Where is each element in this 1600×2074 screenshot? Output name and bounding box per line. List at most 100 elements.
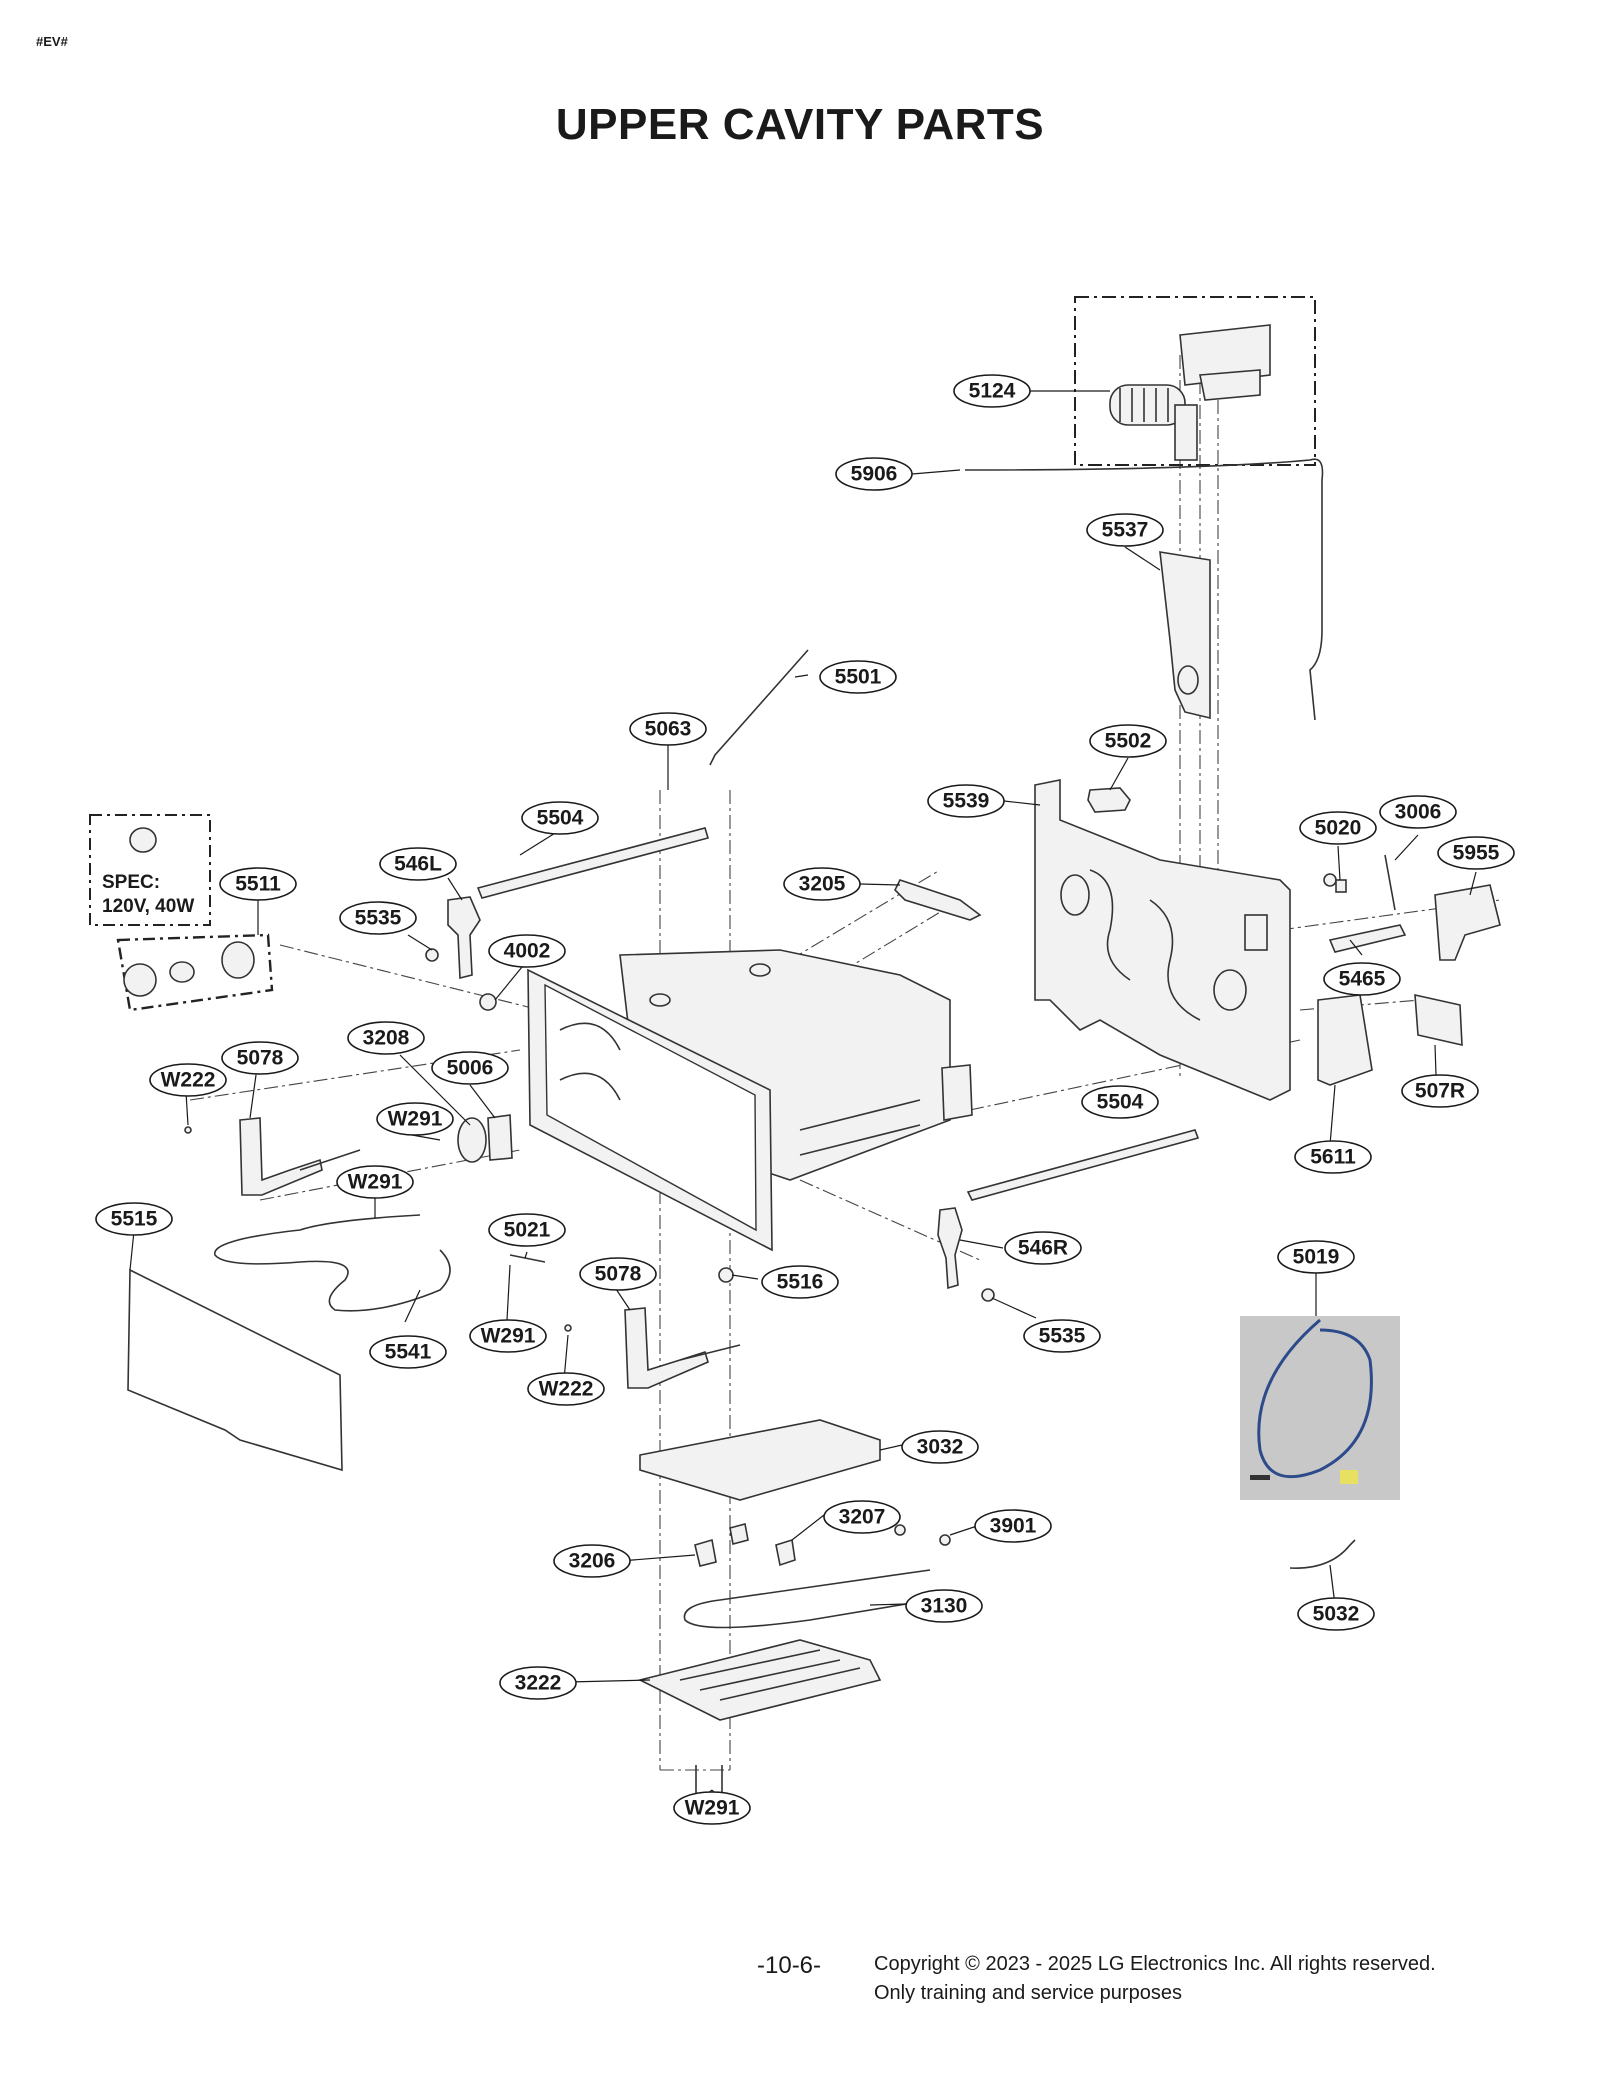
- svg-text:3207: 3207: [839, 1506, 886, 1529]
- wire-harness-5019: [1240, 1316, 1400, 1500]
- callout-3006[interactable]: 3006: [1379, 795, 1457, 829]
- spec-line1: SPEC:: [102, 872, 160, 893]
- bracket-5502: [1087, 787, 1131, 813]
- callout-5078-left[interactable]: 5078: [221, 1041, 299, 1075]
- rear-panel-5539: [1034, 779, 1291, 1101]
- callout-W291-d[interactable]: W291: [673, 1791, 751, 1825]
- page-title: UPPER CAVITY PARTS: [555, 100, 1045, 149]
- bracket-3206: [694, 1538, 717, 1567]
- svg-text:3130: 3130: [921, 1595, 968, 1618]
- callout-5504-lower[interactable]: 5504: [1081, 1085, 1159, 1119]
- callout-3901[interactable]: 3901: [974, 1509, 1052, 1543]
- callout-5078-right[interactable]: 5078: [579, 1257, 657, 1291]
- callout-5006[interactable]: 5006: [431, 1051, 509, 1085]
- svg-text:W291: W291: [685, 1797, 740, 1820]
- svg-text:5504: 5504: [1097, 1091, 1144, 1114]
- svg-text:3006: 3006: [1395, 801, 1442, 824]
- callout-3205[interactable]: 3205: [783, 867, 861, 901]
- callout-5465[interactable]: 5465: [1323, 962, 1401, 996]
- cover-3032: [639, 1419, 881, 1501]
- callout-5020[interactable]: 5020: [1299, 811, 1377, 845]
- callout-5535-left[interactable]: 5535: [339, 901, 417, 935]
- svg-text:5502: 5502: [1105, 730, 1152, 753]
- svg-text:3222: 3222: [515, 1672, 562, 1695]
- callout-507R[interactable]: 507R: [1401, 1074, 1479, 1108]
- callout-W291-b[interactable]: W291: [336, 1165, 414, 1199]
- rail-5504-upper: [476, 827, 710, 899]
- svg-text:5504: 5504: [537, 807, 584, 830]
- svg-text:5019: 5019: [1293, 1246, 1340, 1269]
- callout-5021[interactable]: 5021: [488, 1213, 566, 1247]
- svg-text:3208: 3208: [363, 1027, 410, 1050]
- callout-5504-upper[interactable]: 5504: [521, 801, 599, 835]
- svg-text:5124: 5124: [969, 380, 1016, 403]
- callout-3130[interactable]: 3130: [905, 1589, 983, 1623]
- copyright-line-2: Only training and service purposes: [874, 1982, 1182, 2004]
- callout-W291-a[interactable]: W291: [376, 1102, 454, 1136]
- svg-text:5515: 5515: [111, 1208, 158, 1231]
- oven-cavity: [527, 949, 973, 1252]
- bracket-3207: [775, 1538, 796, 1567]
- svg-text:546R: 546R: [1018, 1237, 1068, 1260]
- callout-W222-right[interactable]: W222: [527, 1372, 605, 1406]
- callout-5511[interactable]: 5511: [219, 867, 297, 901]
- page-number: -10-6-: [757, 1952, 822, 1979]
- tray-3222: [637, 1639, 882, 1721]
- callout-5539[interactable]: 5539: [927, 784, 1005, 818]
- callout-546L[interactable]: 546L: [379, 847, 457, 881]
- callout-W291-c[interactable]: W291: [469, 1319, 547, 1353]
- right-components: [1317, 854, 1501, 1086]
- element-3130: [683, 1569, 931, 1629]
- callout-5516[interactable]: 5516: [761, 1265, 839, 1299]
- fan-assembly: [1074, 296, 1316, 466]
- callout-5063[interactable]: 5063: [629, 712, 707, 746]
- callout-5501[interactable]: 5501: [819, 660, 897, 694]
- rail-5504-lower: [966, 1129, 1200, 1201]
- callout-546R[interactable]: 546R: [1004, 1231, 1082, 1265]
- svg-text:5535: 5535: [355, 907, 402, 930]
- hinge-5078-right: [624, 1307, 741, 1389]
- convection-fan-3208-5006: [457, 1114, 513, 1163]
- svg-text:5541: 5541: [385, 1341, 432, 1364]
- tube-5906: [964, 458, 1324, 721]
- callout-3208[interactable]: 3208: [347, 1021, 425, 1055]
- svg-text:5020: 5020: [1315, 817, 1362, 840]
- svg-text:5516: 5516: [777, 1271, 824, 1294]
- callout-5611[interactable]: 5611: [1294, 1140, 1372, 1174]
- callout-5541[interactable]: 5541: [369, 1335, 447, 1369]
- svg-text:507R: 507R: [1415, 1080, 1465, 1103]
- svg-text:3032: 3032: [917, 1436, 964, 1459]
- callout-3032[interactable]: 3032: [901, 1430, 979, 1464]
- hinge-546R: [937, 1207, 963, 1290]
- callout-5032[interactable]: 5032: [1297, 1597, 1375, 1631]
- callout-5906[interactable]: 5906: [835, 457, 913, 491]
- svg-text:5906: 5906: [851, 463, 898, 486]
- callout-5502[interactable]: 5502: [1089, 724, 1167, 758]
- svg-text:W291: W291: [388, 1108, 443, 1131]
- door-frame-5515: [127, 1268, 343, 1472]
- callout-3222[interactable]: 3222: [499, 1666, 577, 1700]
- callout-5537[interactable]: 5537: [1086, 513, 1164, 547]
- callout-4002[interactable]: 4002: [488, 934, 566, 968]
- svg-text:5032: 5032: [1313, 1603, 1360, 1626]
- svg-text:5465: 5465: [1339, 968, 1386, 991]
- callout-5515[interactable]: 5515: [95, 1202, 173, 1236]
- callout-W222-left[interactable]: W222: [149, 1063, 227, 1097]
- lamp-assembly-5511: [116, 827, 274, 1012]
- svg-text:W222: W222: [539, 1378, 594, 1401]
- svg-text:5537: 5537: [1102, 519, 1149, 542]
- callout-5955[interactable]: 5955: [1437, 836, 1515, 870]
- callout-5124[interactable]: 5124: [953, 374, 1031, 408]
- sensor-5021: [509, 1254, 546, 1263]
- callout-3206[interactable]: 3206: [553, 1544, 631, 1578]
- callout-5535-right[interactable]: 5535: [1023, 1319, 1101, 1353]
- fasteners: [184, 873, 1337, 1546]
- hinge-5078-left: [239, 1117, 361, 1196]
- svg-text:4002: 4002: [504, 940, 551, 963]
- callout-5019[interactable]: 5019: [1277, 1240, 1355, 1274]
- svg-text:W291: W291: [348, 1171, 403, 1194]
- svg-text:3901: 3901: [990, 1515, 1037, 1538]
- callout-3207[interactable]: 3207: [823, 1500, 901, 1534]
- svg-text:3205: 3205: [799, 873, 846, 896]
